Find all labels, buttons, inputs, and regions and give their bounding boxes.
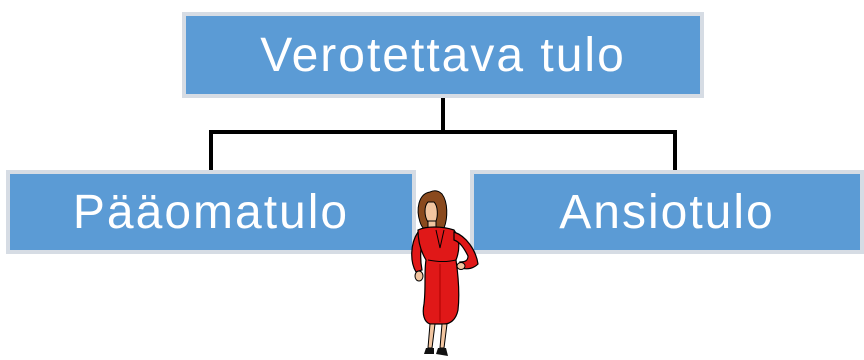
- child-node-box-right: Ansiotulo: [470, 170, 864, 254]
- root-node-label: Verotettava tulo: [260, 28, 626, 82]
- child-node-label-left: Pääomatulo: [72, 185, 350, 239]
- businesswoman-clipart-icon: [411, 190, 479, 356]
- child-node-box-left: Pääomatulo: [6, 170, 416, 254]
- child-node-label-right: Ansiotulo: [559, 185, 775, 239]
- root-node-box: Verotettava tulo: [182, 12, 704, 98]
